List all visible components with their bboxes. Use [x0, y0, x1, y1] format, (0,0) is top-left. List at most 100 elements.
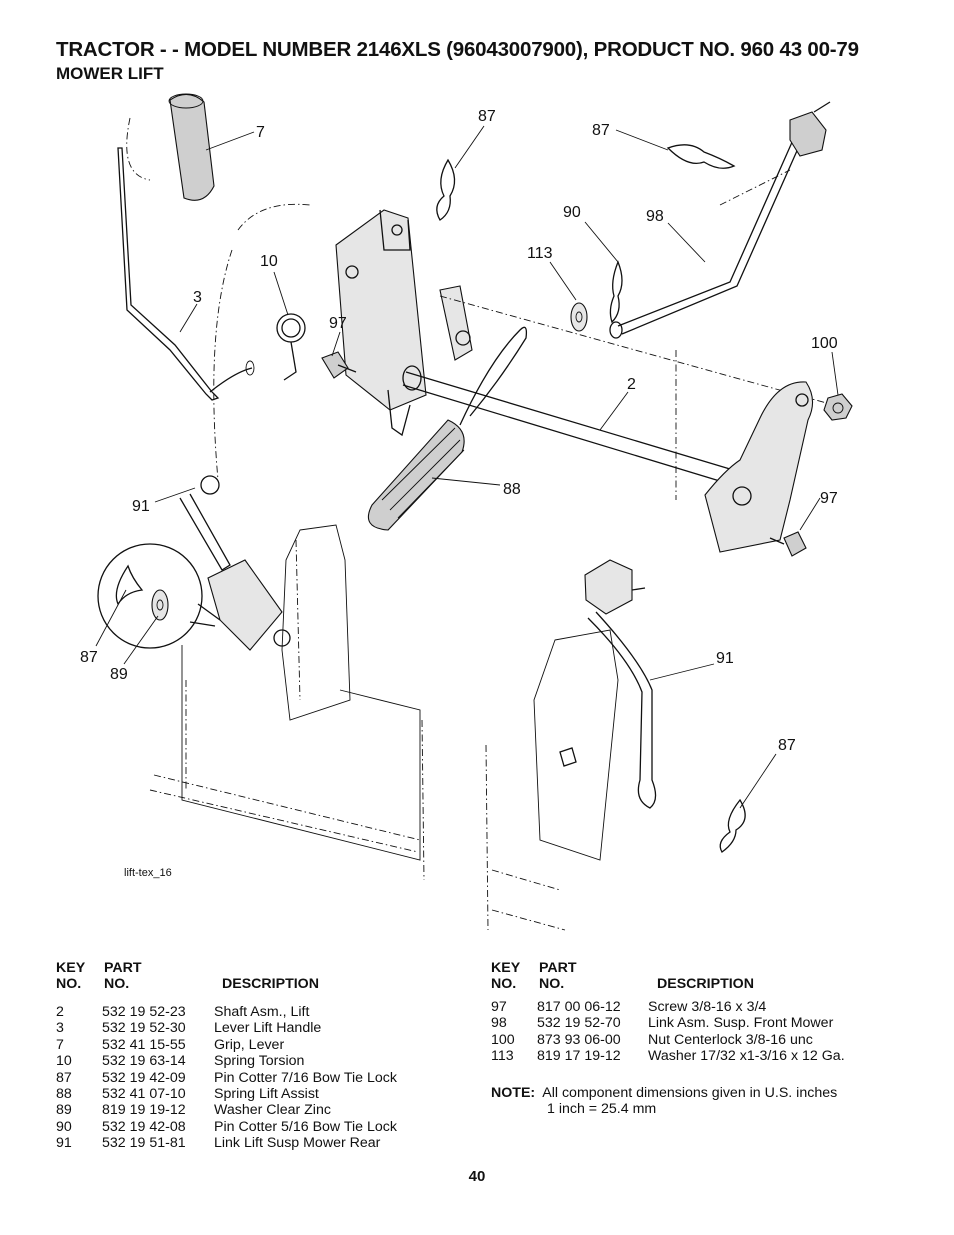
- description-header: DESCRIPTION: [657, 976, 754, 992]
- key-header-line1: KEY: [491, 960, 521, 976]
- parts-table-left: KEY NO. PART NO. DESCRIPTION 2 532 19 52-…: [56, 960, 456, 1152]
- part-number-cell: 532 19 52-30: [102, 1020, 186, 1037]
- description-cell: Link Lift Susp Mower Rear: [214, 1135, 381, 1152]
- callout-87-detail: 87: [80, 649, 98, 666]
- callout-7: 7: [256, 124, 265, 141]
- key-cell: 87: [56, 1069, 72, 1086]
- description-cell: Washer Clear Zinc: [214, 1102, 331, 1119]
- part-header-line2: NO.: [539, 976, 565, 992]
- description-cell: Washer 17/32 x1-3/16 x 12 Ga.: [648, 1048, 845, 1065]
- exploded-parts-diagram: 7 87 87 90 98 113 10 3 97 100 2 88 97 91…: [80, 93, 853, 931]
- callout-10: 10: [260, 253, 278, 270]
- callout-87-top-right: 87: [592, 122, 610, 139]
- part-header-line2: NO.: [104, 976, 130, 992]
- description-cell: Link Asm. Susp. Front Mower: [648, 1015, 834, 1032]
- washer-113-drawing: [570, 302, 588, 332]
- key-cell: 98: [491, 1015, 507, 1032]
- callout-88: 88: [503, 481, 521, 498]
- section-title: MOWER LIFT: [56, 64, 164, 83]
- table-row: 3 532 19 52-30 Lever Lift Handle: [56, 1020, 456, 1036]
- table-row: 91 532 19 51-81 Link Lift Susp Mower Rear: [56, 1135, 456, 1151]
- callout-87-bottom: 87: [778, 737, 796, 754]
- key-cell: 88: [56, 1085, 72, 1102]
- callout-100: 100: [811, 335, 838, 352]
- front-link-drawing: [609, 101, 831, 339]
- description-cell: Shaft Asm., Lift: [214, 1004, 310, 1020]
- table-row: 2 532 19 52-23 Shaft Asm., Lift: [56, 1004, 456, 1020]
- parts-table-right: KEY NO. PART NO. DESCRIPTION 97 817 00 06…: [491, 960, 911, 1065]
- key-cell: 90: [56, 1118, 72, 1135]
- detail-callout-circle: [97, 543, 221, 649]
- callout-3: 3: [193, 289, 202, 306]
- description-cell: Pin Cotter 5/16 Bow Tie Lock: [214, 1118, 397, 1135]
- note-line1: All component dimensions given in U.S. i…: [542, 1085, 838, 1101]
- description-cell: Spring Torsion: [214, 1053, 305, 1070]
- part-number-cell: 532 19 51-81: [102, 1135, 186, 1152]
- description-cell: Spring Lift Assist: [214, 1085, 319, 1102]
- key-cell: 2: [56, 1004, 64, 1020]
- key-cell: 97: [491, 999, 507, 1015]
- part-number-cell: 532 19 52-70: [537, 1015, 621, 1032]
- description-cell: Nut Centerlock 3/8-16 unc: [648, 1031, 813, 1048]
- key-header-line1: KEY: [56, 960, 86, 976]
- description-cell: Pin Cotter 7/16 Bow Tie Lock: [214, 1069, 397, 1086]
- cotter-pin-drawing-b: [666, 144, 736, 169]
- key-cell: 89: [56, 1102, 72, 1119]
- part-header-line1: PART: [104, 960, 142, 976]
- lift-assist-spring-drawing: [367, 326, 528, 531]
- dimension-note: NOTE: All component dimensions given in …: [491, 1085, 837, 1118]
- callout-98: 98: [646, 208, 664, 225]
- note-label: NOTE:: [491, 1085, 536, 1101]
- table-row: 98 532 19 52-70 Link Asm. Susp. Front Mowe…: [491, 1015, 911, 1031]
- callout-leaders: [95, 125, 839, 809]
- table-row: 90 532 19 42-08 Pin Cotter 5/16 Bow Tie Lo…: [56, 1119, 456, 1135]
- callout-2: 2: [627, 376, 636, 393]
- part-number-cell: 532 19 63-14: [102, 1053, 186, 1070]
- screw-drawing-b: [769, 531, 807, 557]
- part-number-cell: 819 17 19-12: [537, 1048, 621, 1065]
- part-number-cell: 532 19 52-23: [102, 1004, 186, 1020]
- part-number-cell: 873 93 06-00: [537, 1031, 621, 1048]
- callout-113: 113: [527, 245, 553, 262]
- key-cell: 91: [56, 1135, 72, 1152]
- parts-table-header: KEY NO. PART NO. DESCRIPTION: [56, 960, 456, 994]
- lift-bracket-drawing: [213, 203, 473, 481]
- description-header: DESCRIPTION: [222, 976, 319, 992]
- table-row: 100 873 93 06-00 Nut Centerlock 3/8-16 unc: [491, 1032, 911, 1048]
- part-number-cell: 532 19 42-08: [102, 1118, 186, 1135]
- callout-97-lower: 97: [820, 490, 838, 507]
- cotter-pin-drawing-d: [719, 798, 746, 853]
- parts-table-header: KEY NO. PART NO. DESCRIPTION: [491, 960, 911, 994]
- description-cell: Screw 3/8-16 x 3/4: [648, 999, 767, 1015]
- part-number-cell: 817 00 06-12: [537, 999, 621, 1015]
- note-line2: 1 inch = 25.4 mm: [547, 1101, 657, 1118]
- key-header-line2: NO.: [491, 976, 517, 992]
- cotter-pin-drawing-a: [436, 158, 456, 221]
- rear-link-drawing: [179, 475, 291, 651]
- table-row: 87 532 19 42-09 Pin Cotter 7/16 Bow Tie Lo…: [56, 1070, 456, 1086]
- key-cell: 3: [56, 1020, 64, 1037]
- key-cell: 7: [56, 1036, 64, 1053]
- part-number-cell: 819 19 19-12: [102, 1102, 186, 1119]
- key-header-line2: NO.: [56, 976, 82, 992]
- callout-91-left: 91: [132, 498, 150, 515]
- part-header-line1: PART: [539, 960, 577, 976]
- grip-lever-drawing: [168, 93, 215, 201]
- key-cell: 100: [491, 1031, 515, 1048]
- part-number-cell: 532 19 42-09: [102, 1069, 186, 1086]
- centerlock-nut-drawing: [823, 393, 853, 421]
- description-cell: Lever Lift Handle: [214, 1020, 322, 1037]
- table-row: 97 817 00 06-12 Screw 3/8-16 x 3/4: [491, 999, 911, 1015]
- part-number-cell: 532 41 15-55: [102, 1036, 186, 1053]
- deck-plate-right-drawing: [485, 629, 619, 931]
- image-reference-label: lift-tex_16: [124, 867, 172, 879]
- torsion-spring-drawing: [276, 313, 306, 381]
- cotter-pin-drawing-c: [609, 260, 623, 324]
- table-row: 89 819 19 19-12 Washer Clear Zinc: [56, 1102, 456, 1118]
- callout-89: 89: [110, 666, 128, 683]
- table-row: 88 532 41 07-10 Spring Lift Assist: [56, 1086, 456, 1102]
- part-number-cell: 532 41 07-10: [102, 1085, 186, 1102]
